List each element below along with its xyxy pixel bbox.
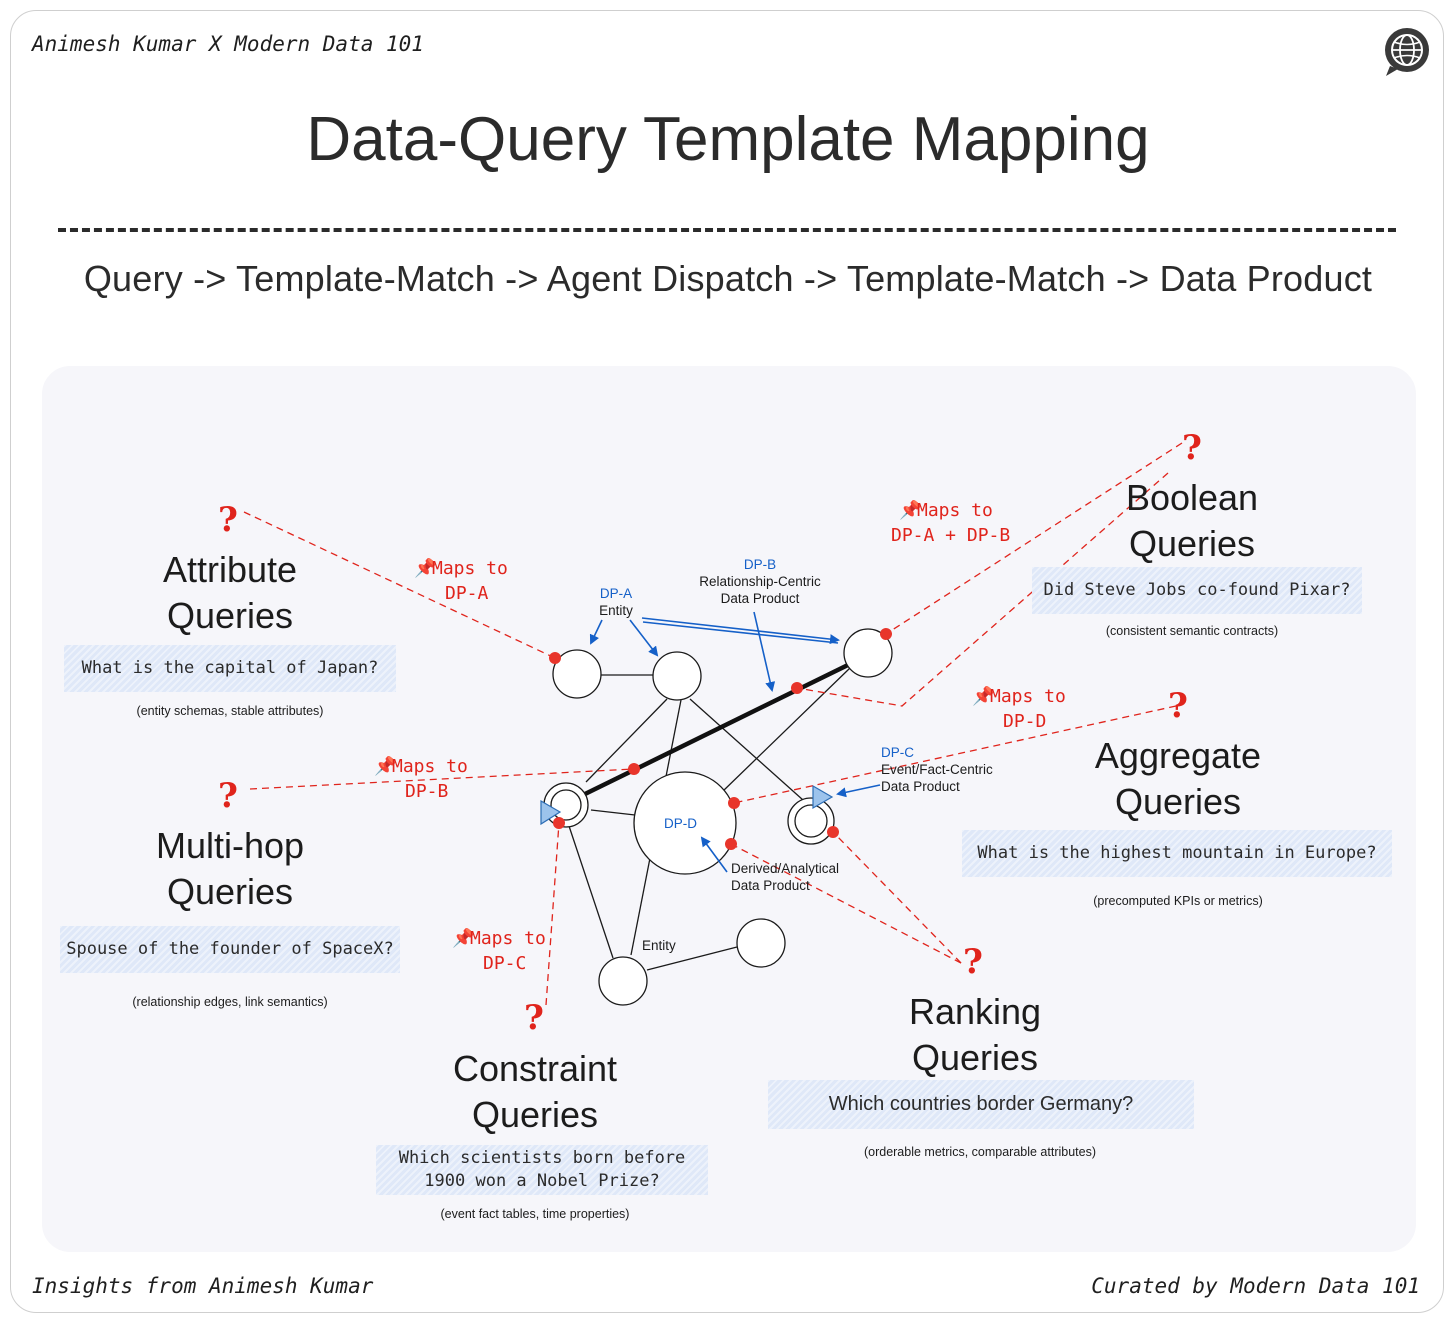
edge-c1-d (590, 809, 636, 816)
pushpin-icon: 📌 (452, 928, 475, 949)
ranking-query-note: (orderable metrics, comparable attribute… (863, 1145, 1097, 1159)
node-dp-a-1 (552, 649, 602, 699)
maps-to-dp-d: 📌Maps to DP-D (972, 686, 1066, 732)
pushpin-icon: 📌 (414, 558, 437, 579)
graph-nodes (543, 628, 893, 1006)
edge-c1-entity (567, 822, 614, 959)
aggregate-query-note: (precomputed KPIs or metrics) (1093, 894, 1263, 908)
dp-pointer-arrows (589, 611, 881, 873)
dp-c-label: DP-C Event/Fact-Centric Data Product (881, 744, 993, 795)
footer-curated: Curated by Modern Data 101 (1091, 1274, 1420, 1298)
node-entity-2 (736, 918, 786, 968)
dp-b-type: Relationship-Centric (699, 574, 821, 589)
node-dp-a-2 (652, 651, 702, 701)
dashed-divider (58, 228, 1396, 232)
maps-to-dp-b: 📌Maps to DP-B (374, 756, 468, 802)
dp-d-label: Derived/Analytical Data Product (731, 860, 839, 894)
edge-a2-c1 (585, 698, 668, 783)
question-mark-icon: ? (524, 998, 544, 1038)
attribute-query-note: (entity schemas, stable attributes) (136, 704, 324, 718)
edge-entity-e2 (646, 946, 738, 971)
pushpin-icon: 📌 (374, 756, 397, 777)
question-mark-icon: ? (963, 942, 983, 982)
multihop-query-note: (relationship edges, link semantics) (132, 995, 328, 1009)
dp-b-label: DP-B Relationship-Centric Data Product (680, 556, 840, 607)
boolean-query-example: Did Steve Jobs co-found Pixar? (1032, 567, 1362, 614)
attribute-query-example: What is the capital of Japan? (64, 645, 396, 692)
entity-node-label: Entity (642, 938, 676, 953)
question-mark-icon: ? (218, 500, 238, 540)
pipeline-flow: Query -> Template-Match -> Agent Dispatc… (83, 258, 1373, 299)
pushpin-icon: 📌 (899, 500, 922, 521)
dp-a-type: Entity (599, 603, 633, 618)
maps-to-dp-a-b: 📌Maps to DP-A + DP-B (891, 500, 1011, 546)
question-mark-icon: ? (1182, 428, 1202, 468)
globe-chat-icon (1385, 28, 1429, 76)
footer-insights: Insights from Animesh Kumar (32, 1274, 374, 1298)
mapping-lines (243, 442, 1183, 1006)
dp-c-kind: Data Product (881, 779, 960, 794)
trigger-icon (540, 799, 562, 826)
dp-d-type: Derived/Analytical (731, 861, 840, 876)
edge-a2-c2 (689, 698, 804, 801)
node-dp-b (843, 628, 893, 678)
edge-b-d (721, 667, 851, 793)
pushpin-icon: 📌 (972, 686, 995, 707)
question-mark-icon: ? (1168, 686, 1188, 726)
node-dp-c-2-inner (794, 804, 828, 838)
page-title: Data-Query Template Mapping (306, 105, 1150, 174)
trigger-icon (812, 784, 834, 810)
dp-c-code: DP-C (881, 745, 914, 760)
question-mark-icon: ? (218, 776, 238, 816)
node-entity (598, 956, 648, 1006)
boolean-query-note: (consistent semantic contracts) (1105, 624, 1279, 638)
dp-d-code: DP-D (664, 816, 697, 831)
ranking-query-example: Which countries border Germany? (768, 1080, 1194, 1129)
dp-a-label: DP-A Entity (586, 585, 646, 619)
header-author: Animesh Kumar X Modern Data 101 (32, 32, 424, 56)
node-dp-c-1-inner (550, 789, 582, 821)
dp-b-kind: Data Product (720, 591, 800, 606)
aggregate-query-example: What is the highest mountain in Europe? (962, 830, 1392, 877)
maps-to-dp-c: 📌Maps to DP-C (452, 928, 546, 974)
dp-c-type: Event/Fact-Centric (881, 762, 993, 777)
dp-a-code: DP-A (599, 586, 633, 601)
dp-d-kind: Data Product (731, 878, 810, 893)
constraint-query-note: (event fact tables, time properties) (440, 1207, 630, 1221)
dp-b-code: DP-B (743, 557, 777, 572)
multihop-query-example: Spouse of the founder of SpaceX? (60, 926, 400, 973)
mapping-dots (549, 628, 892, 850)
maps-to-dp-a: 📌Maps to DP-A (414, 558, 508, 604)
edge-bold-c1-b (584, 660, 853, 797)
